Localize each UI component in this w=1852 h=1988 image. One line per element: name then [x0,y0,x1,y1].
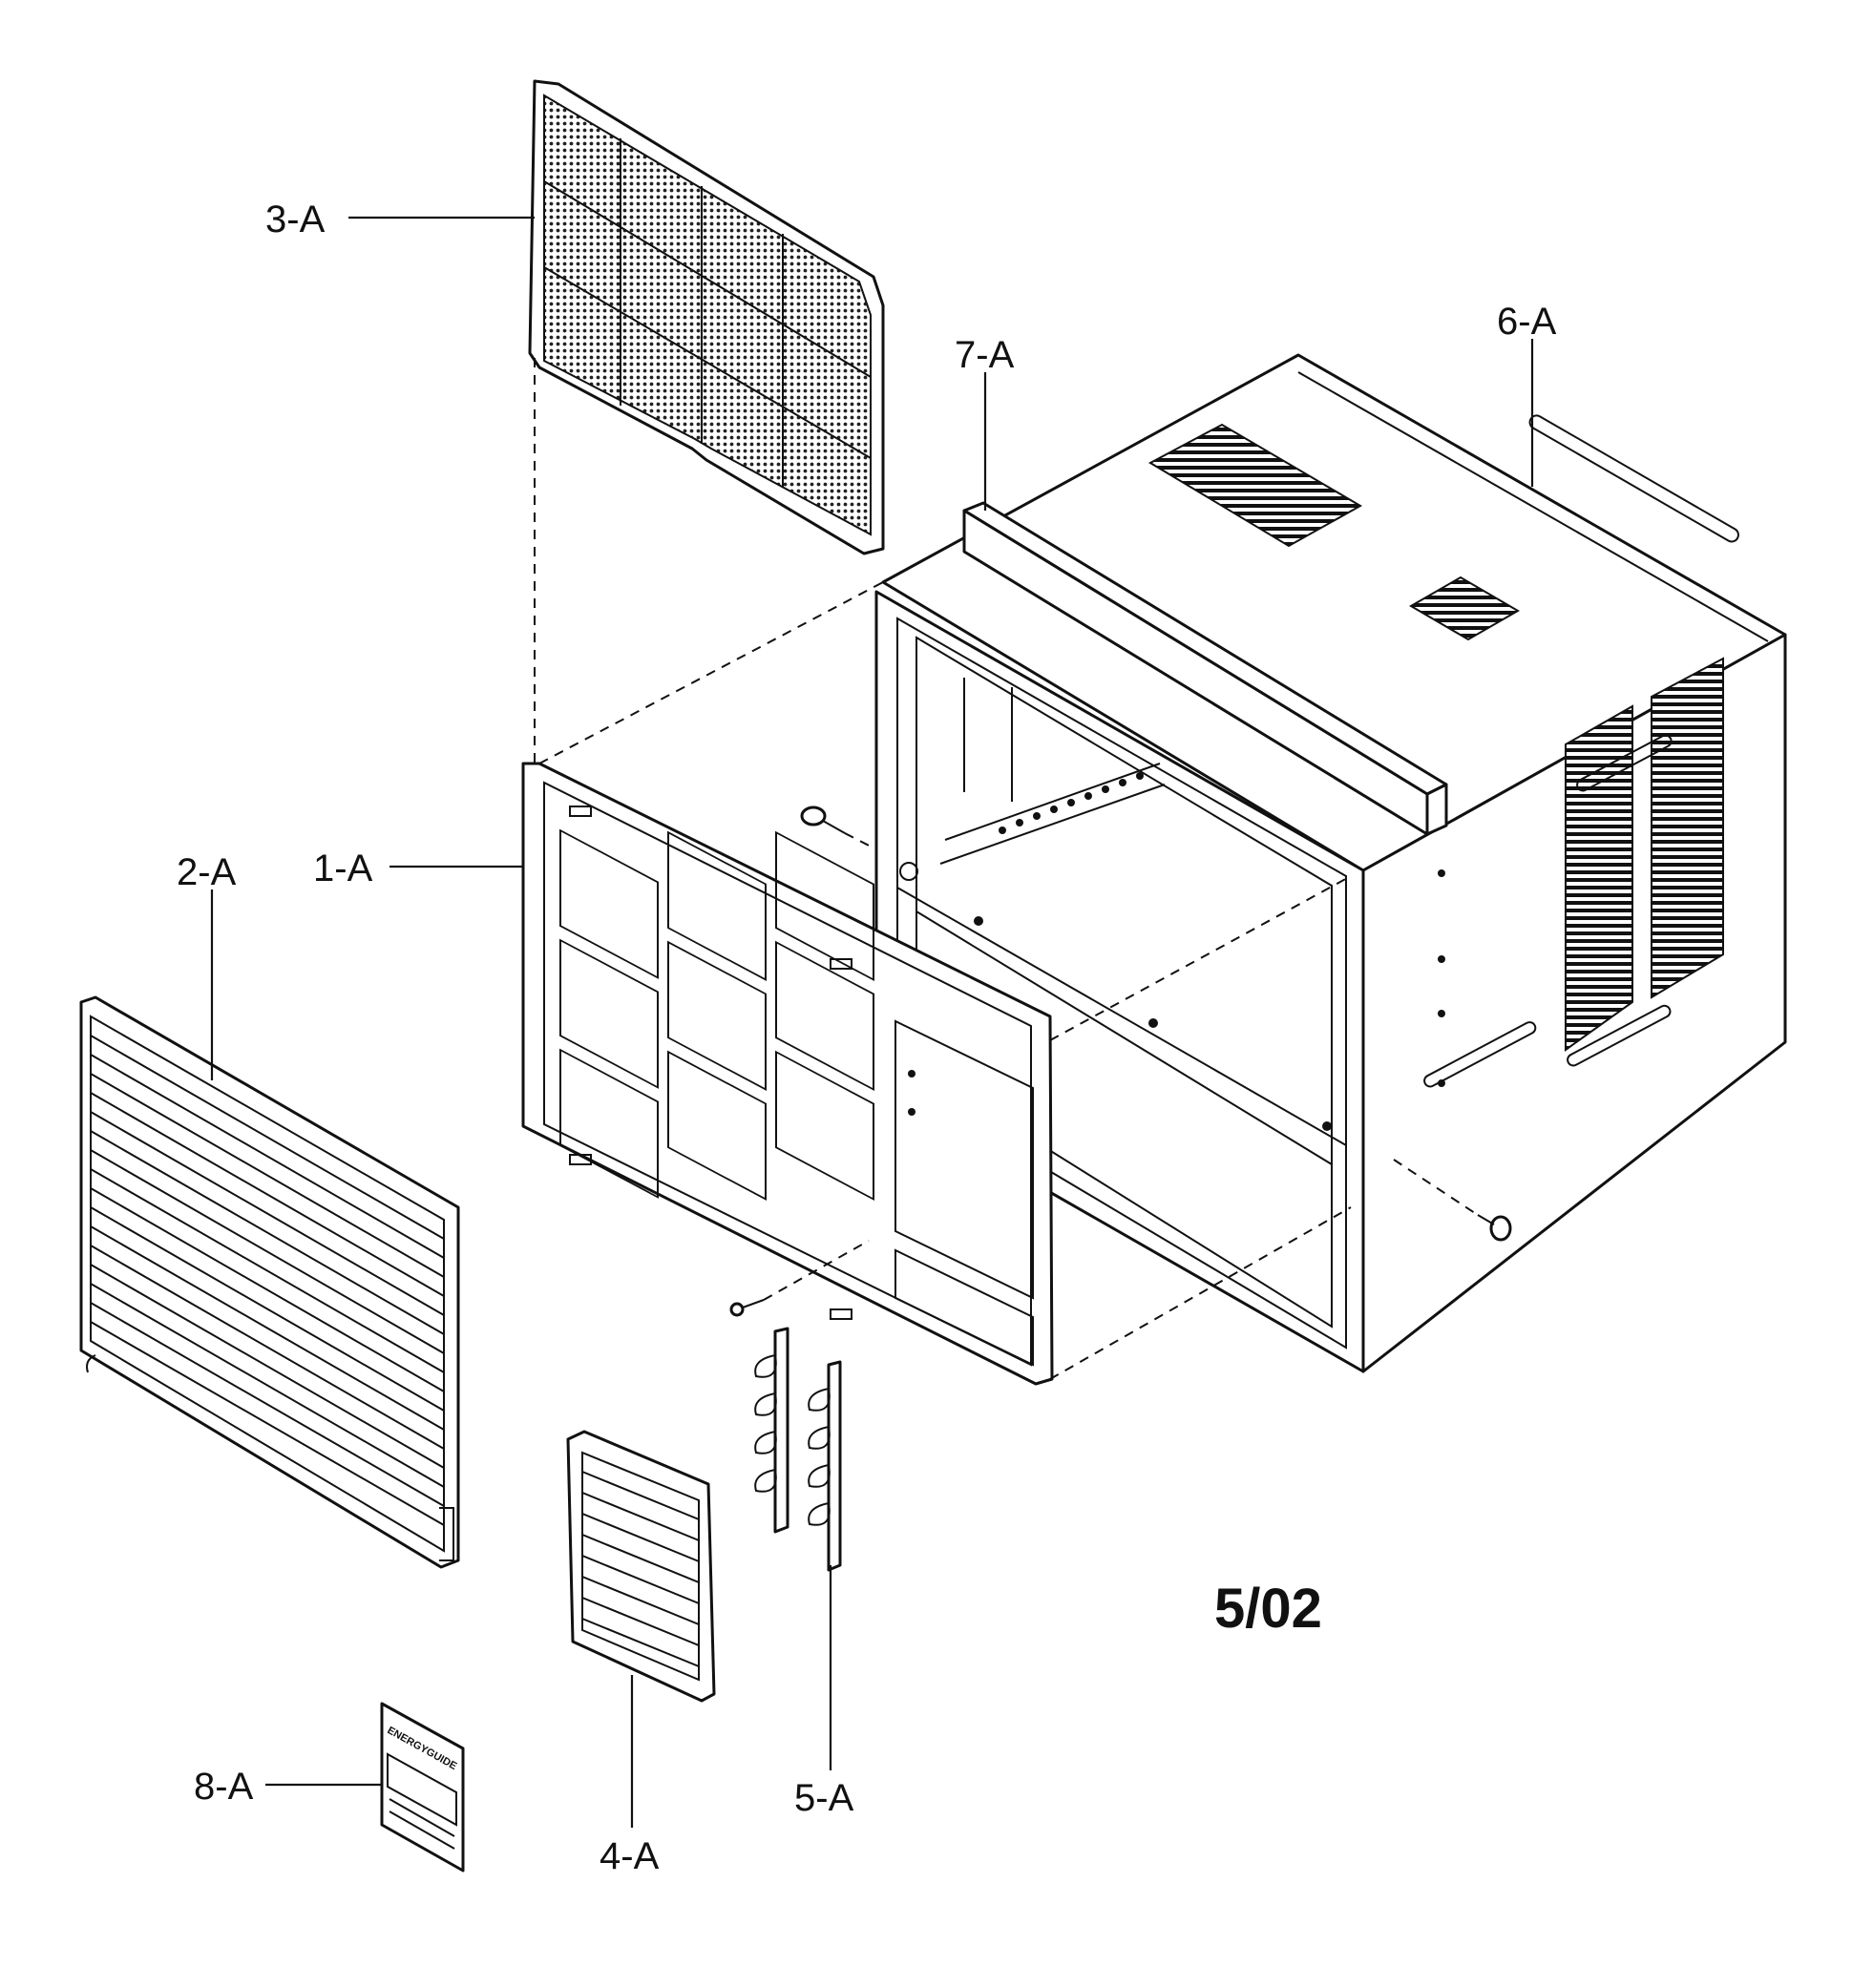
louver-4a [566,1430,716,1703]
louver-vanes [581,1471,700,1667]
callout-4a: 4-A [600,1835,660,1877]
filter-3a [528,79,885,555]
side-louver-b [1651,657,1724,999]
top-rail-7a [962,501,1448,836]
callout-7a: 7-A [955,334,1015,376]
cabinet-6a [874,353,1787,1373]
callout-3a: 3-A [265,199,326,241]
grille-slats [90,1035,445,1526]
callout-2a: 2-A [177,851,237,893]
callout-6a: 6-A [1497,301,1557,343]
date-code: 5/02 [1214,1578,1322,1640]
front-grille-2a [79,995,460,1569]
side-brackets-5a [754,1327,842,1572]
callout-1a: 1-A [313,848,373,889]
energy-label-8a: ENERGYGUIDE [380,1702,465,1873]
screw-upper [800,806,846,834]
top-vent-large [1147,423,1363,548]
frame-openings [559,828,874,1202]
side-louver-a [1565,704,1633,1052]
leader-lines [210,216,1534,1828]
screw-lower-right [1477,1214,1512,1242]
callout-5a: 5-A [794,1777,854,1819]
top-vent-small [1409,575,1520,641]
screw-lower-small [729,1299,765,1317]
holes-row [899,772,1332,1131]
callout-8a: 8-A [194,1766,254,1808]
assembly-lines [534,358,1479,1380]
